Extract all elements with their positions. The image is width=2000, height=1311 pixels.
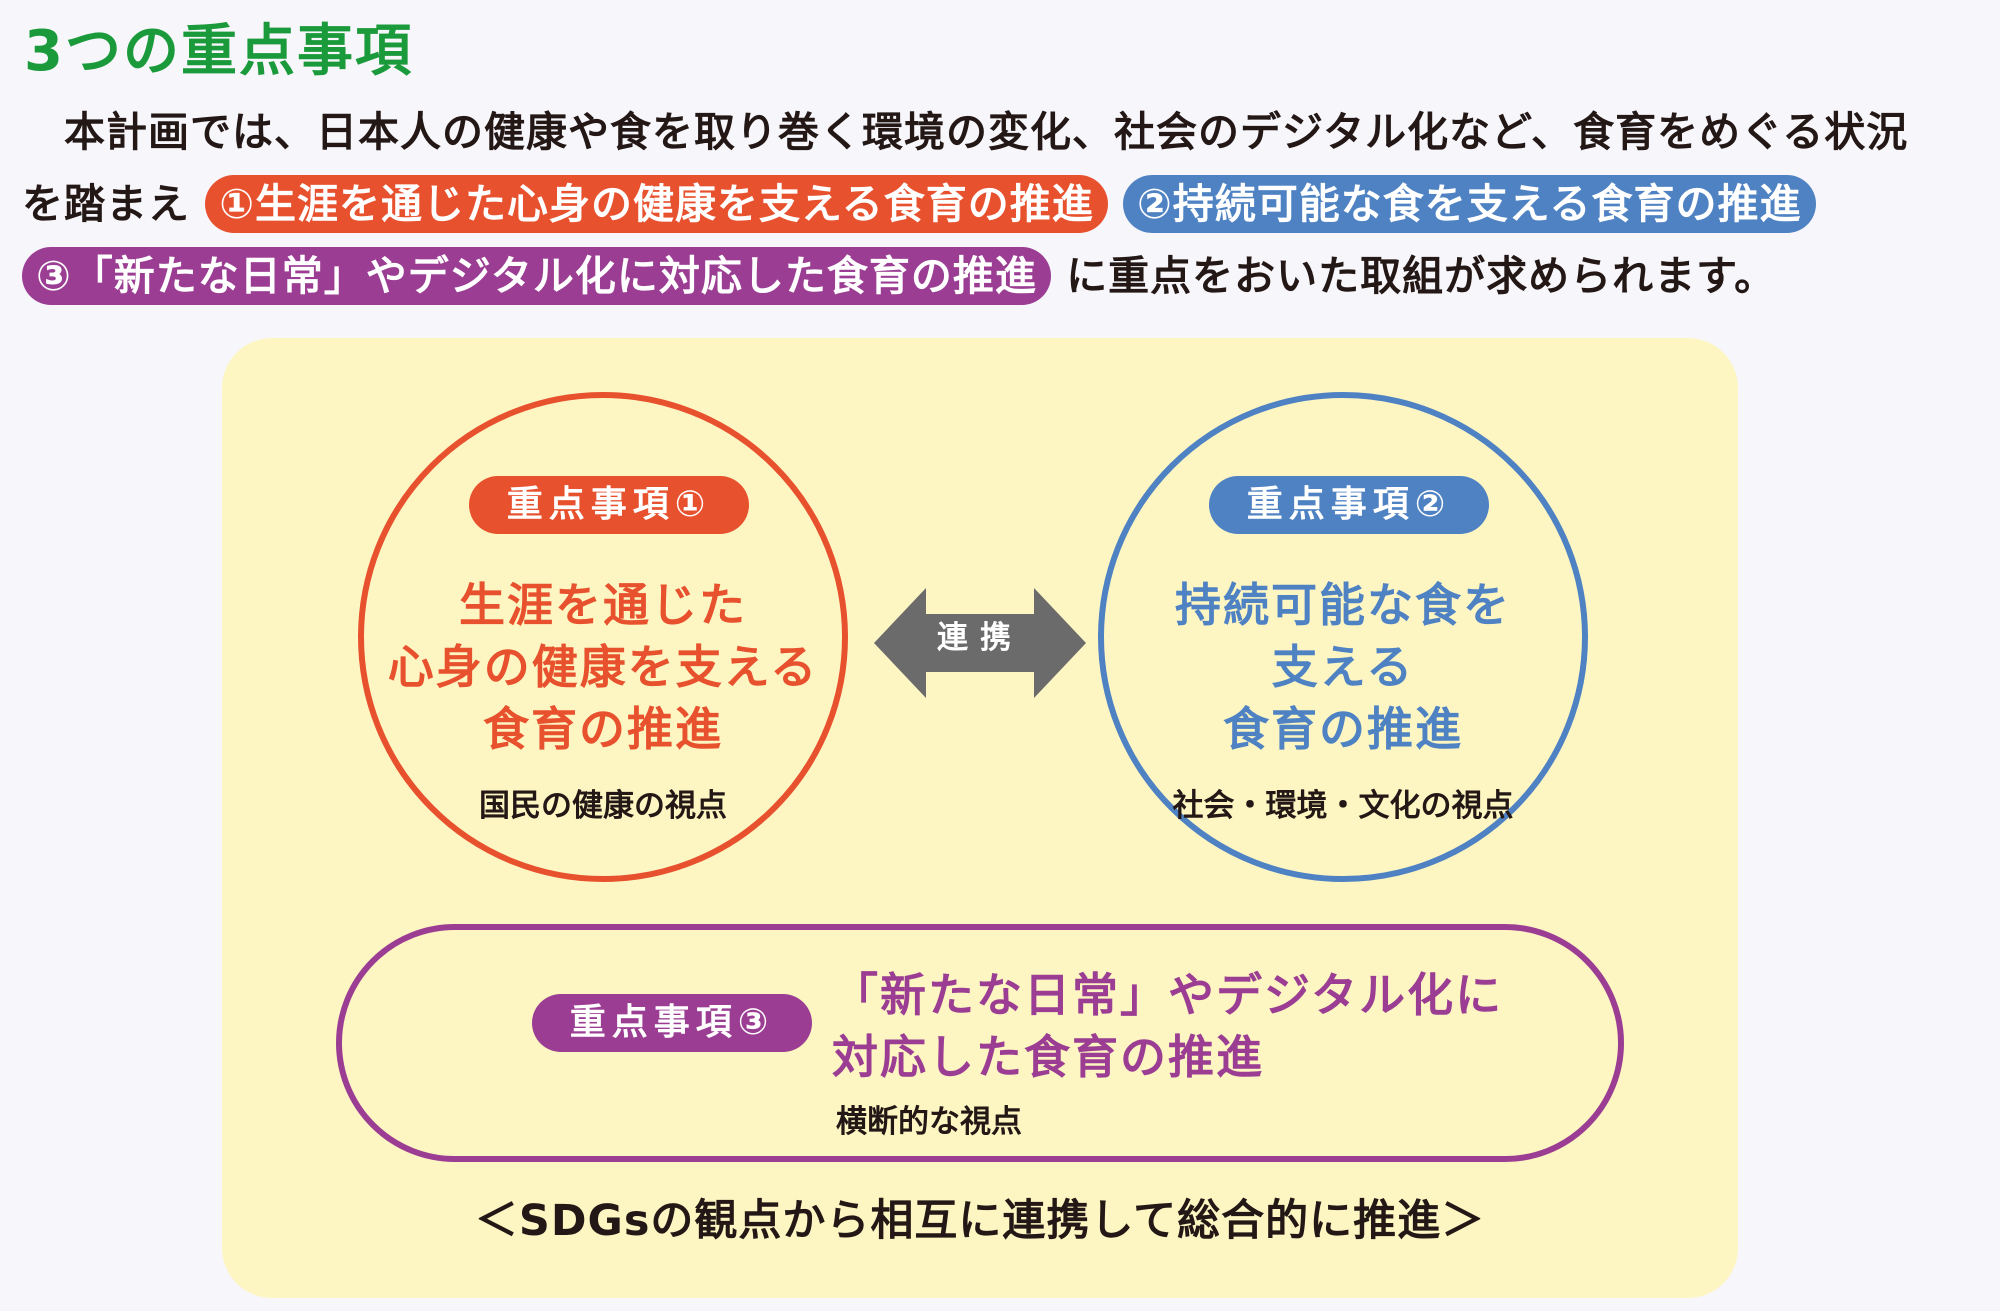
page-title: 3つの重点事項 bbox=[24, 19, 413, 84]
priority2-title-line: 支える bbox=[1271, 640, 1415, 694]
priority3-title-line: 対応した食育の推進 bbox=[832, 1030, 1264, 1084]
priority1-title: 生涯を通じた 心身の健康を支える 食育の推進 bbox=[364, 574, 842, 760]
priority1-badge: 重点事項① bbox=[469, 476, 749, 534]
priority3-viewpoint: 横断的な視点 bbox=[836, 1104, 1022, 1140]
priority2-viewpoint: 社会・環境・文化の視点 bbox=[1172, 788, 1514, 824]
priority3-oval: 重点事項③ 「新たな日常」やデジタル化に 対応した食育の推進 横断的な視点 bbox=[336, 924, 1624, 1162]
priority2-title: 持続可能な食を 支える 食育の推進 bbox=[1104, 574, 1582, 760]
priority2-title-line: 持続可能な食を bbox=[1175, 578, 1511, 632]
intro-line2-prefix: を踏まえ bbox=[22, 180, 190, 228]
priority1-title-line: 生涯を通じた bbox=[459, 578, 747, 632]
priority1-title-line: 食育の推進 bbox=[483, 702, 723, 756]
priority1-viewpoint: 国民の健康の視点 bbox=[479, 788, 727, 824]
intro-line1: 本計画では、日本人の健康や食を取り巻く環境の変化、社会のデジタル化など、食育をめ… bbox=[64, 108, 1909, 156]
priority3-title: 「新たな日常」やデジタル化に 対応した食育の推進 bbox=[832, 964, 1592, 1088]
priority2-circle: 重点事項② 持続可能な食を 支える 食育の推進 社会・環境・文化の視点 bbox=[1098, 392, 1588, 882]
priority3-highlight: ③「新たな日常」やデジタル化に対応した食育の推進 bbox=[22, 247, 1051, 305]
priority1-title-line: 心身の健康を支える bbox=[387, 640, 819, 694]
link-label: 連携 bbox=[937, 620, 1023, 656]
priority1-highlight: ①生涯を通じた心身の健康を支える食育の推進 bbox=[205, 175, 1108, 233]
intro-line3-suffix: に重点をおいた取組が求められます。 bbox=[1066, 252, 1777, 300]
diagram-panel: 重点事項① 生涯を通じた 心身の健康を支える 食育の推進 国民の健康の視点 連携… bbox=[222, 338, 1738, 1298]
priority3-title-line: 「新たな日常」やデジタル化に bbox=[832, 968, 1504, 1022]
priority2-highlight: ②持続可能な食を支える食育の推進 bbox=[1123, 175, 1816, 233]
priority2-title-line: 食育の推進 bbox=[1223, 702, 1463, 756]
double-arrow-icon bbox=[874, 588, 1086, 698]
intro-paragraph: 本計画では、日本人の健康や食を取り巻く環境の変化、社会のデジタル化など、食育をめ… bbox=[22, 96, 1982, 312]
priority1-circle: 重点事項① 生涯を通じた 心身の健康を支える 食育の推進 国民の健康の視点 bbox=[358, 392, 848, 882]
diagram-footer: ＜SDGsの観点から相互に連携して総合的に推進＞ bbox=[474, 1196, 1486, 1246]
priority3-badge: 重点事項③ bbox=[532, 994, 812, 1052]
priority2-badge: 重点事項② bbox=[1209, 476, 1489, 534]
